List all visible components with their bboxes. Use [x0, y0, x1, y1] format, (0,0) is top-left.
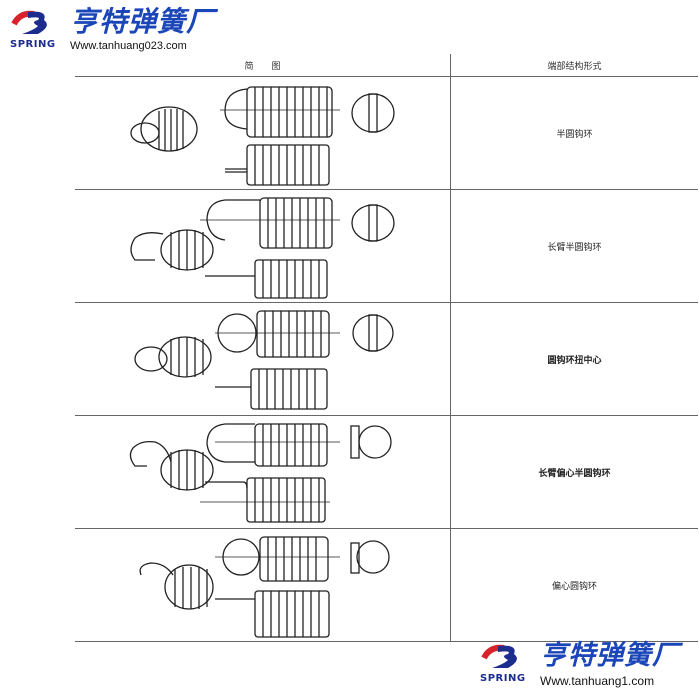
brand-name: 亨特弹簧厂	[540, 640, 680, 671]
column-header-end-type: 端部结构形式	[450, 54, 698, 77]
column-header-diagram: 简 图	[75, 54, 451, 77]
diagram-long-arm-half-round-hook	[75, 189, 451, 303]
end-type-label: 长臂半圆钩环	[450, 189, 698, 303]
header-logo: SPRING 亨特弹簧厂 Www.tanhuang023.com	[8, 5, 216, 53]
end-type-label: 偏心圆钩环	[450, 528, 698, 642]
spring-end-types-table: 简 图 端部结构形式 半圆钩环	[75, 54, 698, 642]
brand-url: Www.tanhuang1.com	[540, 674, 655, 688]
table-header-row: 简 图 端部结构形式	[75, 54, 698, 77]
table-row: 长臂半圆钩环	[75, 189, 698, 303]
spring-logo-icon: SPRING	[8, 6, 60, 52]
table-row: 半圆钩环	[75, 76, 698, 190]
end-type-label: 长臂偏心半圆钩环	[450, 415, 698, 529]
spring-logo-icon: SPRING	[478, 640, 530, 686]
brand-name: 亨特弹簧厂	[70, 5, 216, 38]
end-type-label: 圆钩环扭中心	[450, 302, 698, 416]
end-type-label: 半圆钩环	[450, 76, 698, 190]
diagram-half-round-hook	[75, 76, 451, 190]
brand-url: Www.tanhuang023.com	[70, 40, 187, 52]
table-row: 偏心圆钩环	[75, 528, 698, 642]
diagram-long-arm-eccentric-half-round-hook	[75, 415, 451, 529]
diagram-round-hook-twisted-center	[75, 302, 451, 416]
table-row: 圆钩环扭中心	[75, 302, 698, 416]
diagram-eccentric-round-hook	[75, 528, 451, 642]
footer-logo: SPRING 亨特弹簧厂 Www.tanhuang1.com	[478, 640, 680, 688]
table-row: 长臂偏心半圆钩环	[75, 415, 698, 529]
